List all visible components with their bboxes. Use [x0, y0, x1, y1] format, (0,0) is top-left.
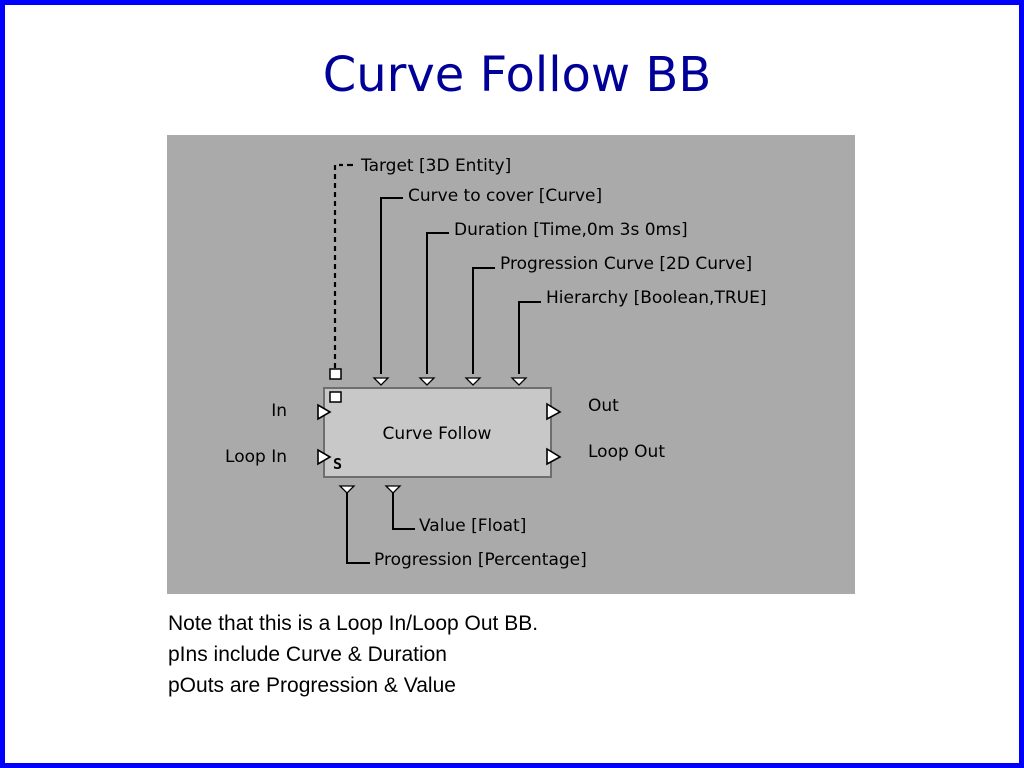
progression-output-port[interactable] — [338, 485, 356, 494]
duration-parameter-link — [426, 232, 449, 374]
duration-parameter-port[interactable] — [418, 377, 436, 386]
note-line: Note that this is a Loop In/Loop Out BB. — [168, 612, 539, 635]
hierarchy-parameter-link — [518, 301, 541, 374]
hierarchy-parameter-port[interactable] — [510, 377, 528, 386]
out-output-label: Out — [588, 396, 619, 416]
curve-follow-diagram: Target [3D Entity] Curve to cover [Curve… — [167, 135, 855, 594]
block-name: Curve Follow — [383, 424, 492, 444]
progression-curve-parameter-port[interactable] — [464, 377, 482, 386]
target-link-line — [333, 163, 343, 368]
progression-output-link — [346, 493, 370, 564]
in-input-port[interactable] — [317, 403, 332, 421]
loop-input-marker: S — [333, 455, 342, 473]
target-parameter-label: Target [3D Entity] — [360, 156, 511, 176]
in-input-label: In — [271, 401, 287, 421]
curve-parameter-link — [380, 197, 403, 374]
value-output-link — [392, 493, 415, 530]
progression-output-label: Progression [Percentage] — [374, 550, 587, 570]
value-output-port[interactable] — [384, 485, 402, 494]
loop-in-input-port[interactable] — [317, 448, 332, 466]
progression-curve-parameter-label: Progression Curve [2D Curve] — [500, 254, 752, 274]
target-input-port[interactable] — [329, 368, 342, 380]
progression-curve-parameter-link — [472, 267, 495, 374]
hierarchy-parameter-label: Hierarchy [Boolean,TRUE] — [546, 288, 766, 308]
target-block-port[interactable] — [329, 391, 342, 403]
curve-parameter-port[interactable] — [372, 377, 390, 386]
curve-follow-block[interactable] — [323, 387, 552, 478]
slide-notes: Note that this is a Loop In/Loop Out BB.… — [168, 608, 538, 701]
duration-parameter-label: Duration [Time,0m 3s 0ms] — [454, 220, 688, 240]
diagram-canvas: Target [3D Entity] Curve to cover [Curve… — [225, 156, 766, 570]
value-output-label: Value [Float] — [419, 516, 526, 536]
loop-out-output-label: Loop Out — [588, 442, 665, 462]
curve-parameter-label: Curve to cover [Curve] — [408, 186, 602, 206]
loop-out-output-port[interactable] — [546, 447, 562, 466]
note-line: pOuts are Progression & Value — [168, 674, 456, 697]
loop-in-input-label: Loop In — [225, 447, 287, 467]
note-line: pIns include Curve & Duration — [168, 643, 447, 666]
slide-title: Curve Follow BB — [322, 47, 712, 103]
out-output-port[interactable] — [546, 402, 562, 421]
